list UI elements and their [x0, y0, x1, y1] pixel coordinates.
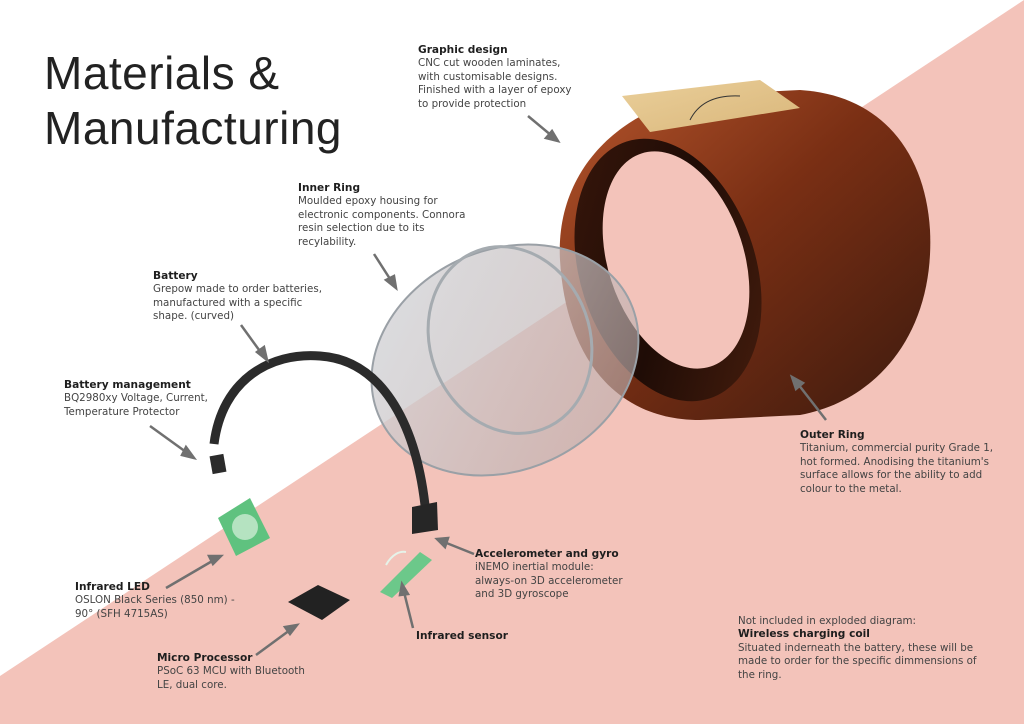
- annotation-body: BQ2980xy Voltage, Current, Temperature P…: [64, 392, 208, 418]
- annotation-body: CNC cut wooden laminates, with customisa…: [418, 57, 572, 110]
- annotation-body: OSLON Black Series (850 nm) - 90° (SFH 4…: [75, 594, 235, 620]
- annotation-body: iNEMO inertial module: always-on 3D acce…: [475, 561, 623, 601]
- annotation-micro-processor: Micro Processor PSoC 63 MCU with Bluetoo…: [157, 652, 305, 692]
- annotation-infrared-led: Infrared LED OSLON Black Series (850 nm)…: [75, 581, 235, 621]
- annotation-heading: Infrared sensor: [416, 630, 508, 642]
- annotation-body: PSoC 63 MCU with Bluetooth LE, dual core…: [157, 665, 305, 691]
- title-line-1: Materials &: [44, 47, 280, 99]
- annotation-infrared-sensor: Infrared sensor: [416, 630, 508, 643]
- annotation-body: Moulded epoxy housing for electronic com…: [298, 195, 466, 248]
- accelerometer-chip: [412, 502, 438, 534]
- annotation-heading: Battery: [153, 270, 198, 282]
- annotation-heading: Infrared LED: [75, 581, 150, 593]
- battery-management-chip: [209, 453, 227, 475]
- annotation-intro: Not included in exploded diagram:: [738, 615, 916, 627]
- arrow-infrared-led: [165, 558, 215, 590]
- arrow-infrared-sensor: [402, 591, 415, 629]
- outer-ring: [559, 80, 931, 420]
- title-line-2: Manufacturing: [44, 102, 342, 154]
- annotation-battery: Battery Grepow made to order batteries, …: [153, 270, 322, 324]
- annotation-body: Grepow made to order batteries, manufact…: [153, 283, 322, 323]
- annotation-battery-management: Battery management BQ2980xy Voltage, Cur…: [64, 379, 208, 419]
- micro-processor-chip: [288, 585, 350, 620]
- arrow-graphic-design: [527, 115, 553, 137]
- infrared-led: [218, 498, 270, 556]
- annotation-inner-ring: Inner Ring Moulded epoxy housing for ele…: [298, 182, 465, 249]
- annotation-heading: Wireless charging coil: [738, 628, 870, 641]
- annotation-heading: Inner Ring: [298, 182, 361, 194]
- annotation-graphic-design: Graphic design CNC cut wooden laminates,…: [418, 44, 572, 111]
- inlay-engraving: [689, 95, 741, 121]
- arrow-accelerometer: [443, 540, 475, 556]
- inner-ring-rim: [426, 245, 594, 435]
- annotation-heading: Micro Processor: [157, 652, 253, 664]
- graphic-design-inlay: [622, 80, 800, 132]
- annotation-heading: Outer Ring: [800, 429, 865, 441]
- infrared-sensor: [380, 550, 432, 598]
- leader-arrows: [149, 115, 827, 657]
- battery: [209, 351, 430, 506]
- annotation-body: Situated inderneath the battery, these w…: [738, 641, 977, 681]
- annotation-accelerometer: Accelerometer and gyro iNEMO inertial mo…: [475, 548, 623, 602]
- annotation-body: Titanium, commercial purity Grade 1, hot…: [800, 442, 994, 495]
- page-title: Materials & Manufacturing: [44, 46, 342, 156]
- arrow-battery-management: [149, 424, 187, 454]
- inner-ring: [370, 243, 640, 477]
- annotation-heading: Accelerometer and gyro: [475, 548, 619, 560]
- arrow-micro-processor: [255, 628, 291, 657]
- annotation-heading: Battery management: [64, 379, 191, 391]
- annotation-heading: Graphic design: [418, 44, 508, 56]
- arrow-battery: [239, 324, 264, 355]
- outer-ring-inner-view: [602, 151, 750, 369]
- annotation-wireless-charging-coil: Not included in exploded diagram: Wirele…: [738, 615, 977, 682]
- arrow-outer-ring: [797, 383, 827, 421]
- annotation-outer-ring: Outer Ring Titanium, commercial purity G…: [800, 429, 993, 496]
